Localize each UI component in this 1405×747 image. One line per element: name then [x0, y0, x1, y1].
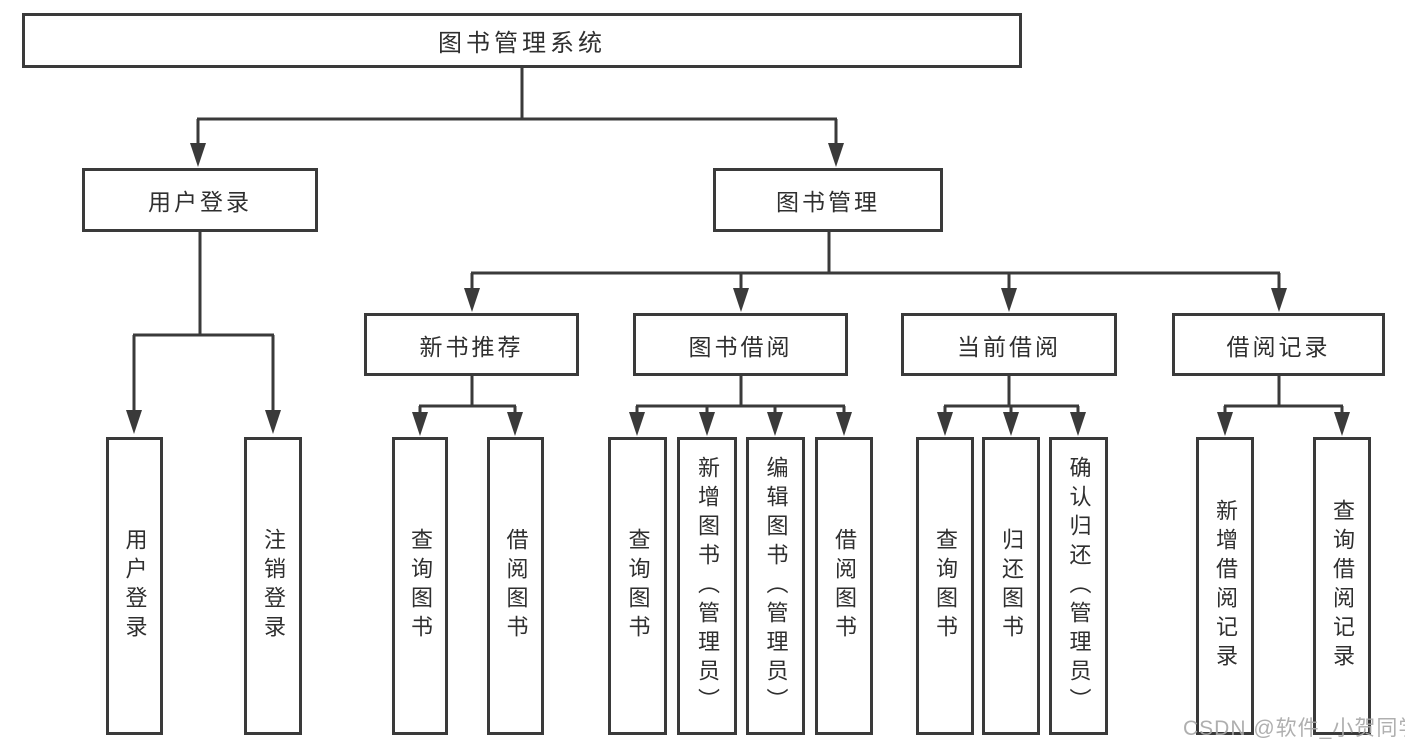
node-root-library-system: 图书管理系统	[22, 13, 1022, 68]
node-root-label: 图书管理系统	[438, 30, 606, 57]
leaf-return-books-label: 归还图书	[999, 528, 1024, 644]
node-book-management-label: 图书管理	[776, 189, 880, 215]
leaf-borrow-books-2: 借阅图书	[815, 437, 873, 735]
node-user-login-label: 用户登录	[148, 189, 252, 215]
leaf-borrow-books-2-label: 借阅图书	[832, 528, 857, 644]
leaf-user-login: 用户登录	[106, 437, 163, 735]
leaf-add-books-admin-label: 新增图书（管理员）	[695, 455, 720, 717]
leaf-query-books-2: 查询图书	[608, 437, 667, 735]
arrowheads	[126, 143, 1350, 436]
node-book-borrow: 图书借阅	[633, 313, 848, 376]
connector-paths	[132, 68, 1344, 416]
node-borrow-record: 借阅记录	[1172, 313, 1385, 376]
node-borrow-record-label: 借阅记录	[1226, 333, 1331, 360]
csdn-watermark: CSDN @软件_小贺同学	[1183, 717, 1405, 740]
node-book-borrow-label: 图书借阅	[688, 333, 793, 360]
node-current-borrow-label: 当前借阅	[957, 333, 1061, 360]
leaf-add-borrow-record: 新增借阅记录	[1196, 437, 1254, 735]
leaf-query-borrow-record: 查询借阅记录	[1313, 437, 1371, 735]
leaf-query-books-1-label: 查询图书	[408, 528, 433, 644]
leaf-borrow-books-1-label: 借阅图书	[503, 528, 529, 644]
node-new-book-recommend-label: 新书推荐	[419, 333, 524, 360]
leaf-return-books: 归还图书	[982, 437, 1040, 735]
leaf-confirm-return-admin-label: 确认归还（管理员）	[1066, 455, 1092, 717]
node-book-management: 图书管理	[713, 168, 943, 232]
leaf-edit-books-admin: 编辑图书（管理员）	[746, 437, 805, 735]
node-new-book-recommend: 新书推荐	[364, 313, 579, 376]
leaf-query-books-1: 查询图书	[392, 437, 448, 735]
leaf-query-borrow-record-label: 查询借阅记录	[1330, 499, 1355, 673]
leaf-query-books-3: 查询图书	[916, 437, 974, 735]
node-current-borrow: 当前借阅	[901, 313, 1117, 376]
leaf-query-books-3-label: 查询图书	[933, 528, 958, 644]
leaf-logout: 注销登录	[244, 437, 302, 735]
leaf-edit-books-admin-label: 编辑图书（管理员）	[763, 455, 789, 717]
leaf-query-books-2-label: 查询图书	[625, 528, 651, 644]
node-user-login: 用户登录	[82, 168, 318, 232]
leaf-user-login-label: 用户登录	[122, 528, 148, 644]
leaf-add-books-admin: 新增图书（管理员）	[677, 437, 737, 735]
leaf-borrow-books-1: 借阅图书	[487, 437, 544, 735]
leaf-add-borrow-record-label: 新增借阅记录	[1213, 499, 1238, 673]
leaf-confirm-return-admin: 确认归还（管理员）	[1049, 437, 1108, 735]
leaf-logout-label: 注销登录	[261, 528, 286, 644]
